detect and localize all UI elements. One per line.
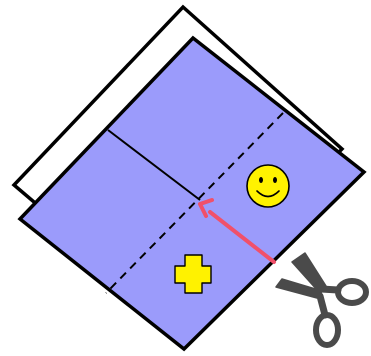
scissors-icon xyxy=(276,253,366,345)
smiley-face-icon xyxy=(247,165,289,207)
